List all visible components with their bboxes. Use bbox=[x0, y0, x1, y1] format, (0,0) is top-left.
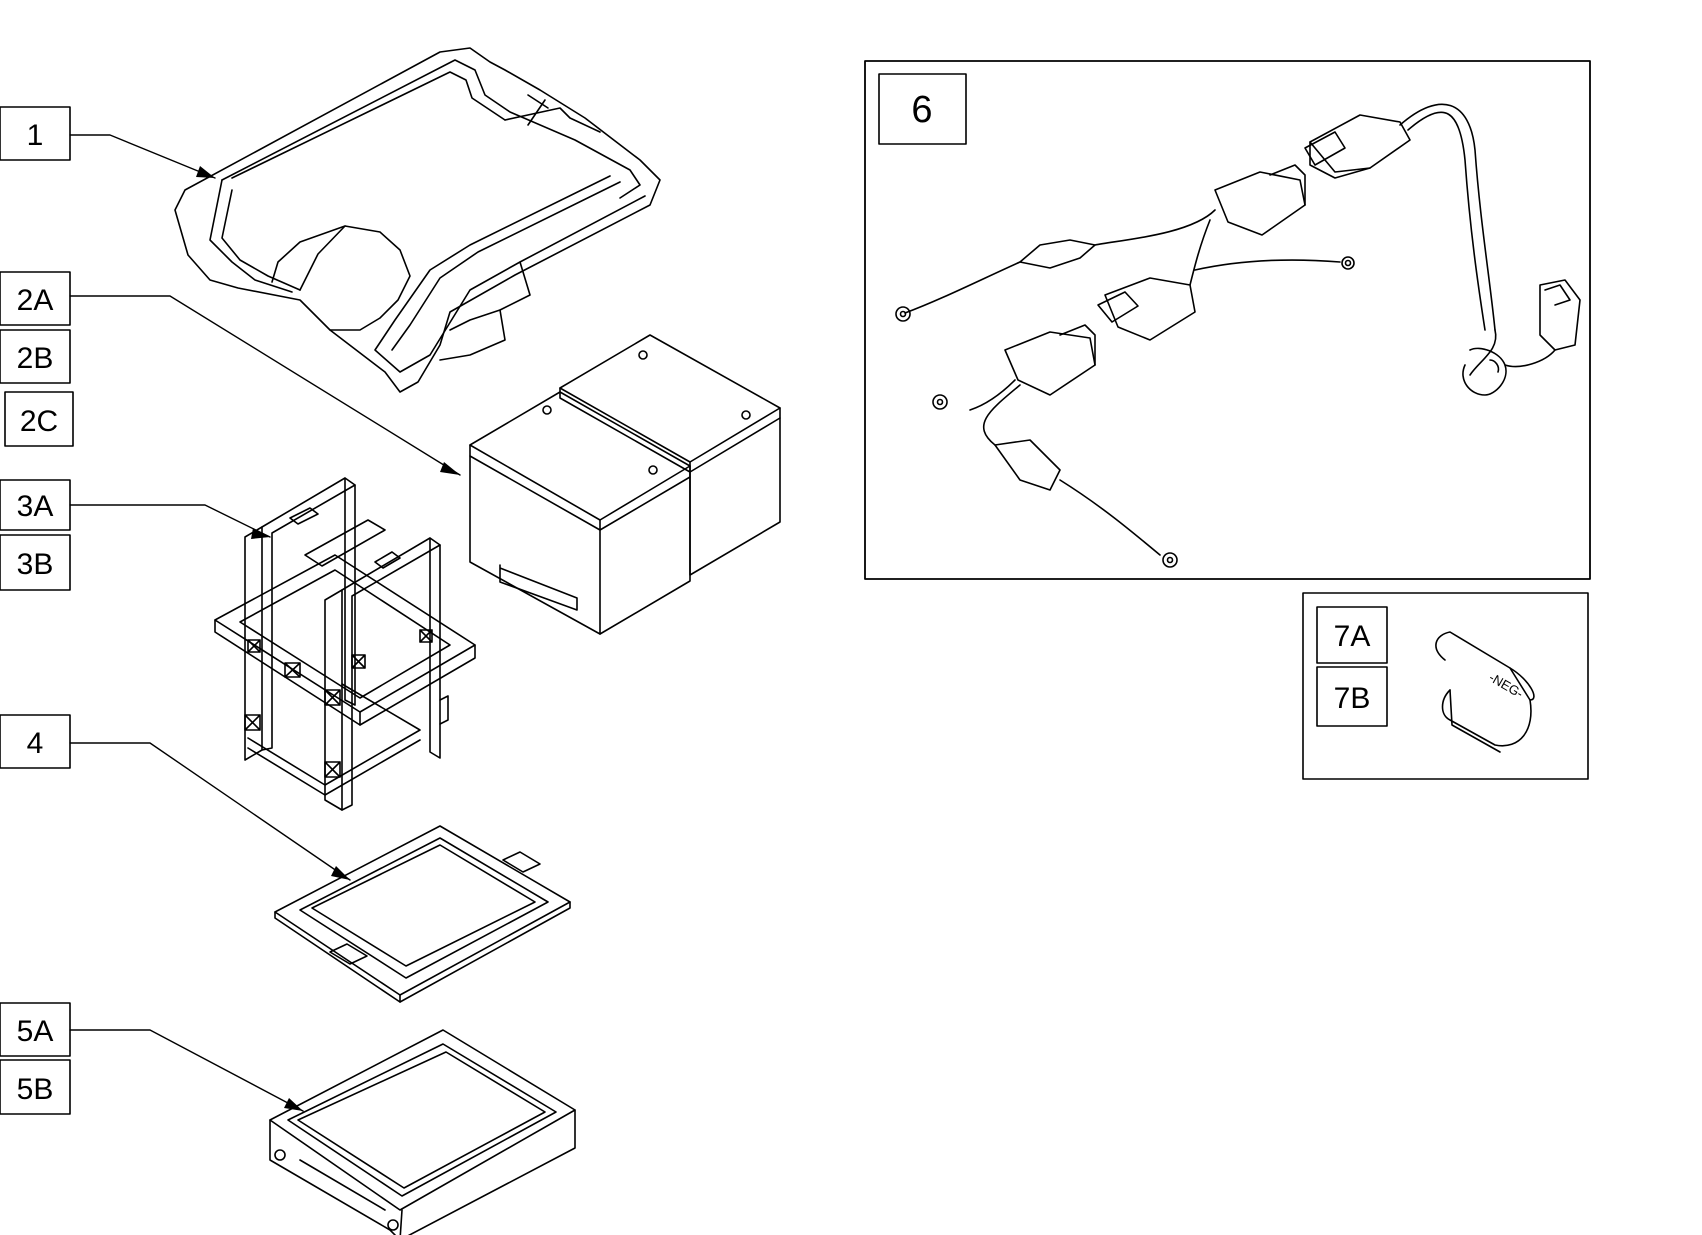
part-3-battery-frame bbox=[214, 477, 476, 811]
callout-7b: 7B bbox=[1334, 682, 1371, 715]
callout-4: 4 bbox=[27, 727, 44, 760]
callout-1: 1 bbox=[27, 119, 44, 152]
callout-7a: 7A bbox=[1334, 620, 1371, 653]
part-2-batteries bbox=[469, 334, 781, 635]
callout-boxes bbox=[0, 106, 74, 1115]
part-1-cover-shroud bbox=[174, 47, 661, 393]
callout-6: 6 bbox=[911, 89, 932, 131]
callout-2c: 2C bbox=[20, 405, 58, 438]
part-4-tray-plate bbox=[274, 825, 571, 1003]
part-5-base-pan bbox=[269, 1029, 576, 1235]
callout-3b: 3B bbox=[17, 548, 54, 581]
leader-arrowheads bbox=[196, 166, 460, 1111]
callout-3a: 3A bbox=[17, 490, 54, 523]
callout-labels: 1 2A 2B 2C 3A 3B 4 5A 5B 6 7A 7B bbox=[17, 89, 1371, 1106]
callout-2b: 2B bbox=[17, 342, 54, 375]
callout-2a: 2A bbox=[17, 284, 54, 317]
callout-5b: 5B bbox=[17, 1073, 54, 1106]
leader-lines bbox=[69, 134, 461, 1112]
part-6-label-box bbox=[878, 73, 967, 145]
callout-5a: 5A bbox=[17, 1015, 54, 1048]
part-6-wiring-harness bbox=[864, 60, 1591, 580]
